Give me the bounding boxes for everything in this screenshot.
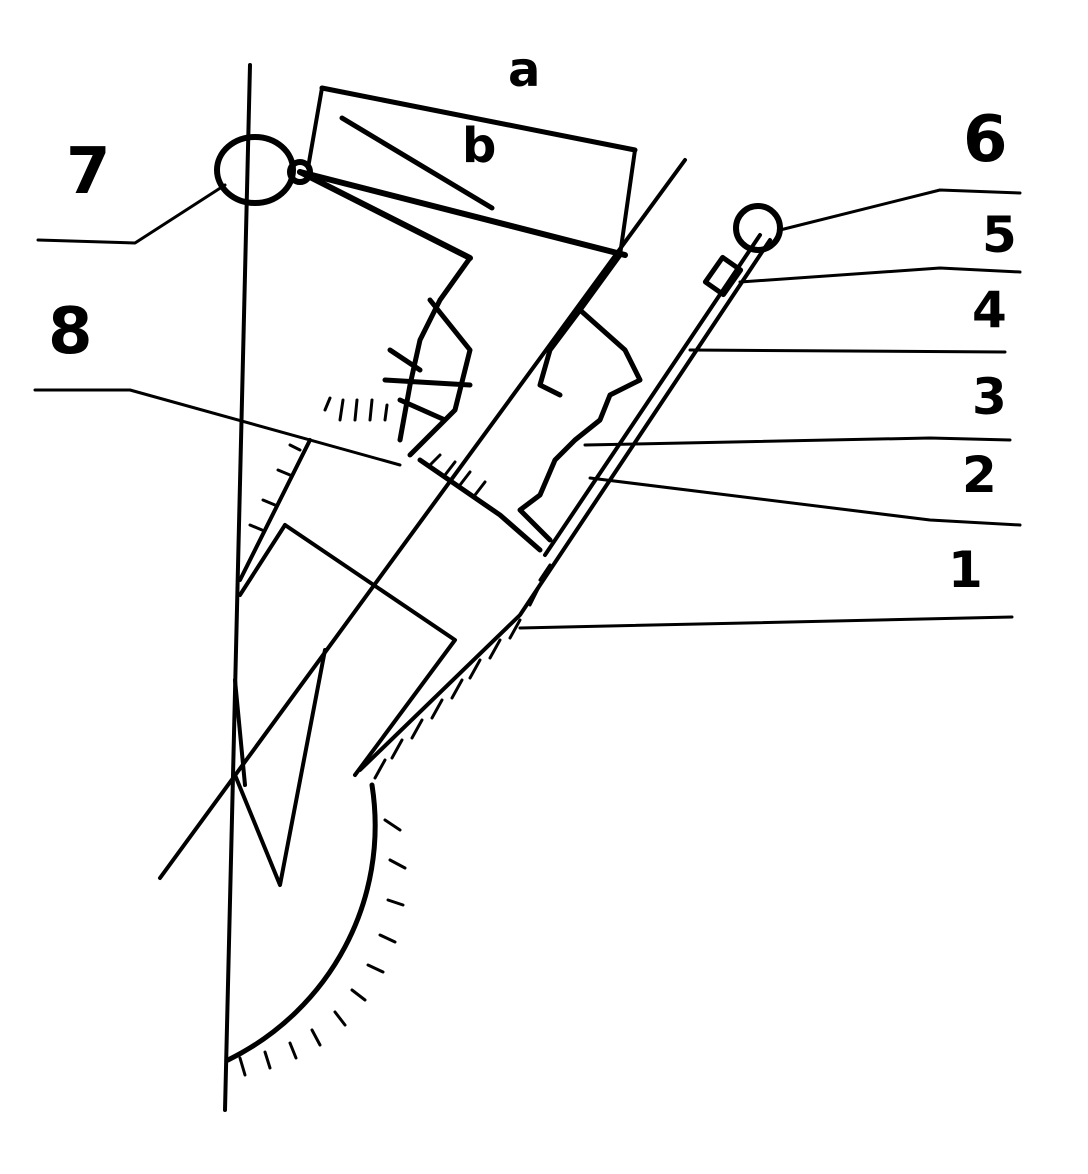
vertical-reference-line [223, 63, 252, 1112]
drum-6 [733, 203, 783, 253]
roof-line-left [238, 438, 312, 582]
floor-arc [225, 782, 378, 1063]
roof-hatching-middle [428, 453, 487, 497]
dimension-a-line [319, 85, 638, 153]
floor-hatching [238, 818, 407, 1077]
face-block [283, 523, 457, 777]
beam-hatching [373, 563, 552, 780]
label-3: 3 [972, 368, 1007, 426]
label-7: 7 [66, 135, 111, 209]
dimension-a-tick-right [618, 148, 637, 257]
roller-7 [214, 134, 296, 206]
label-a: a [508, 42, 541, 98]
conveyor-beam-inner [543, 233, 762, 557]
support-arm-outer [297, 169, 628, 258]
roof-hatching-top [323, 396, 389, 422]
leader-8 [33, 388, 402, 467]
right-prop-legs [517, 252, 643, 543]
roof-hatching-left [248, 443, 302, 532]
leader-7 [36, 183, 227, 245]
label-2: 2 [962, 446, 997, 504]
leader-1 [518, 615, 1014, 630]
inclined-axis-line [158, 158, 687, 880]
label-8: 8 [48, 295, 93, 369]
leader-5 [738, 266, 1022, 284]
leader-4 [688, 348, 1007, 354]
leader-3 [583, 436, 1012, 447]
left-prop-legs [382, 255, 473, 458]
leader-2 [588, 476, 1022, 527]
label-5: 5 [982, 206, 1017, 264]
label-4: 4 [972, 281, 1007, 339]
label-6: 6 [963, 103, 1008, 177]
label-1: 1 [948, 541, 983, 599]
face-block-left [238, 523, 287, 597]
support-arm-inner [297, 169, 473, 261]
bracket-5 [702, 254, 744, 298]
conveyor-beam-long [358, 238, 772, 772]
cutter-triangle [233, 648, 327, 887]
roof-support-bar [417, 457, 543, 553]
dimension-a-tick-left [306, 86, 324, 170]
cutter-arm [233, 678, 247, 787]
label-b: b [462, 118, 497, 174]
leader-6 [778, 188, 1022, 232]
dimension-b-line [339, 115, 495, 211]
